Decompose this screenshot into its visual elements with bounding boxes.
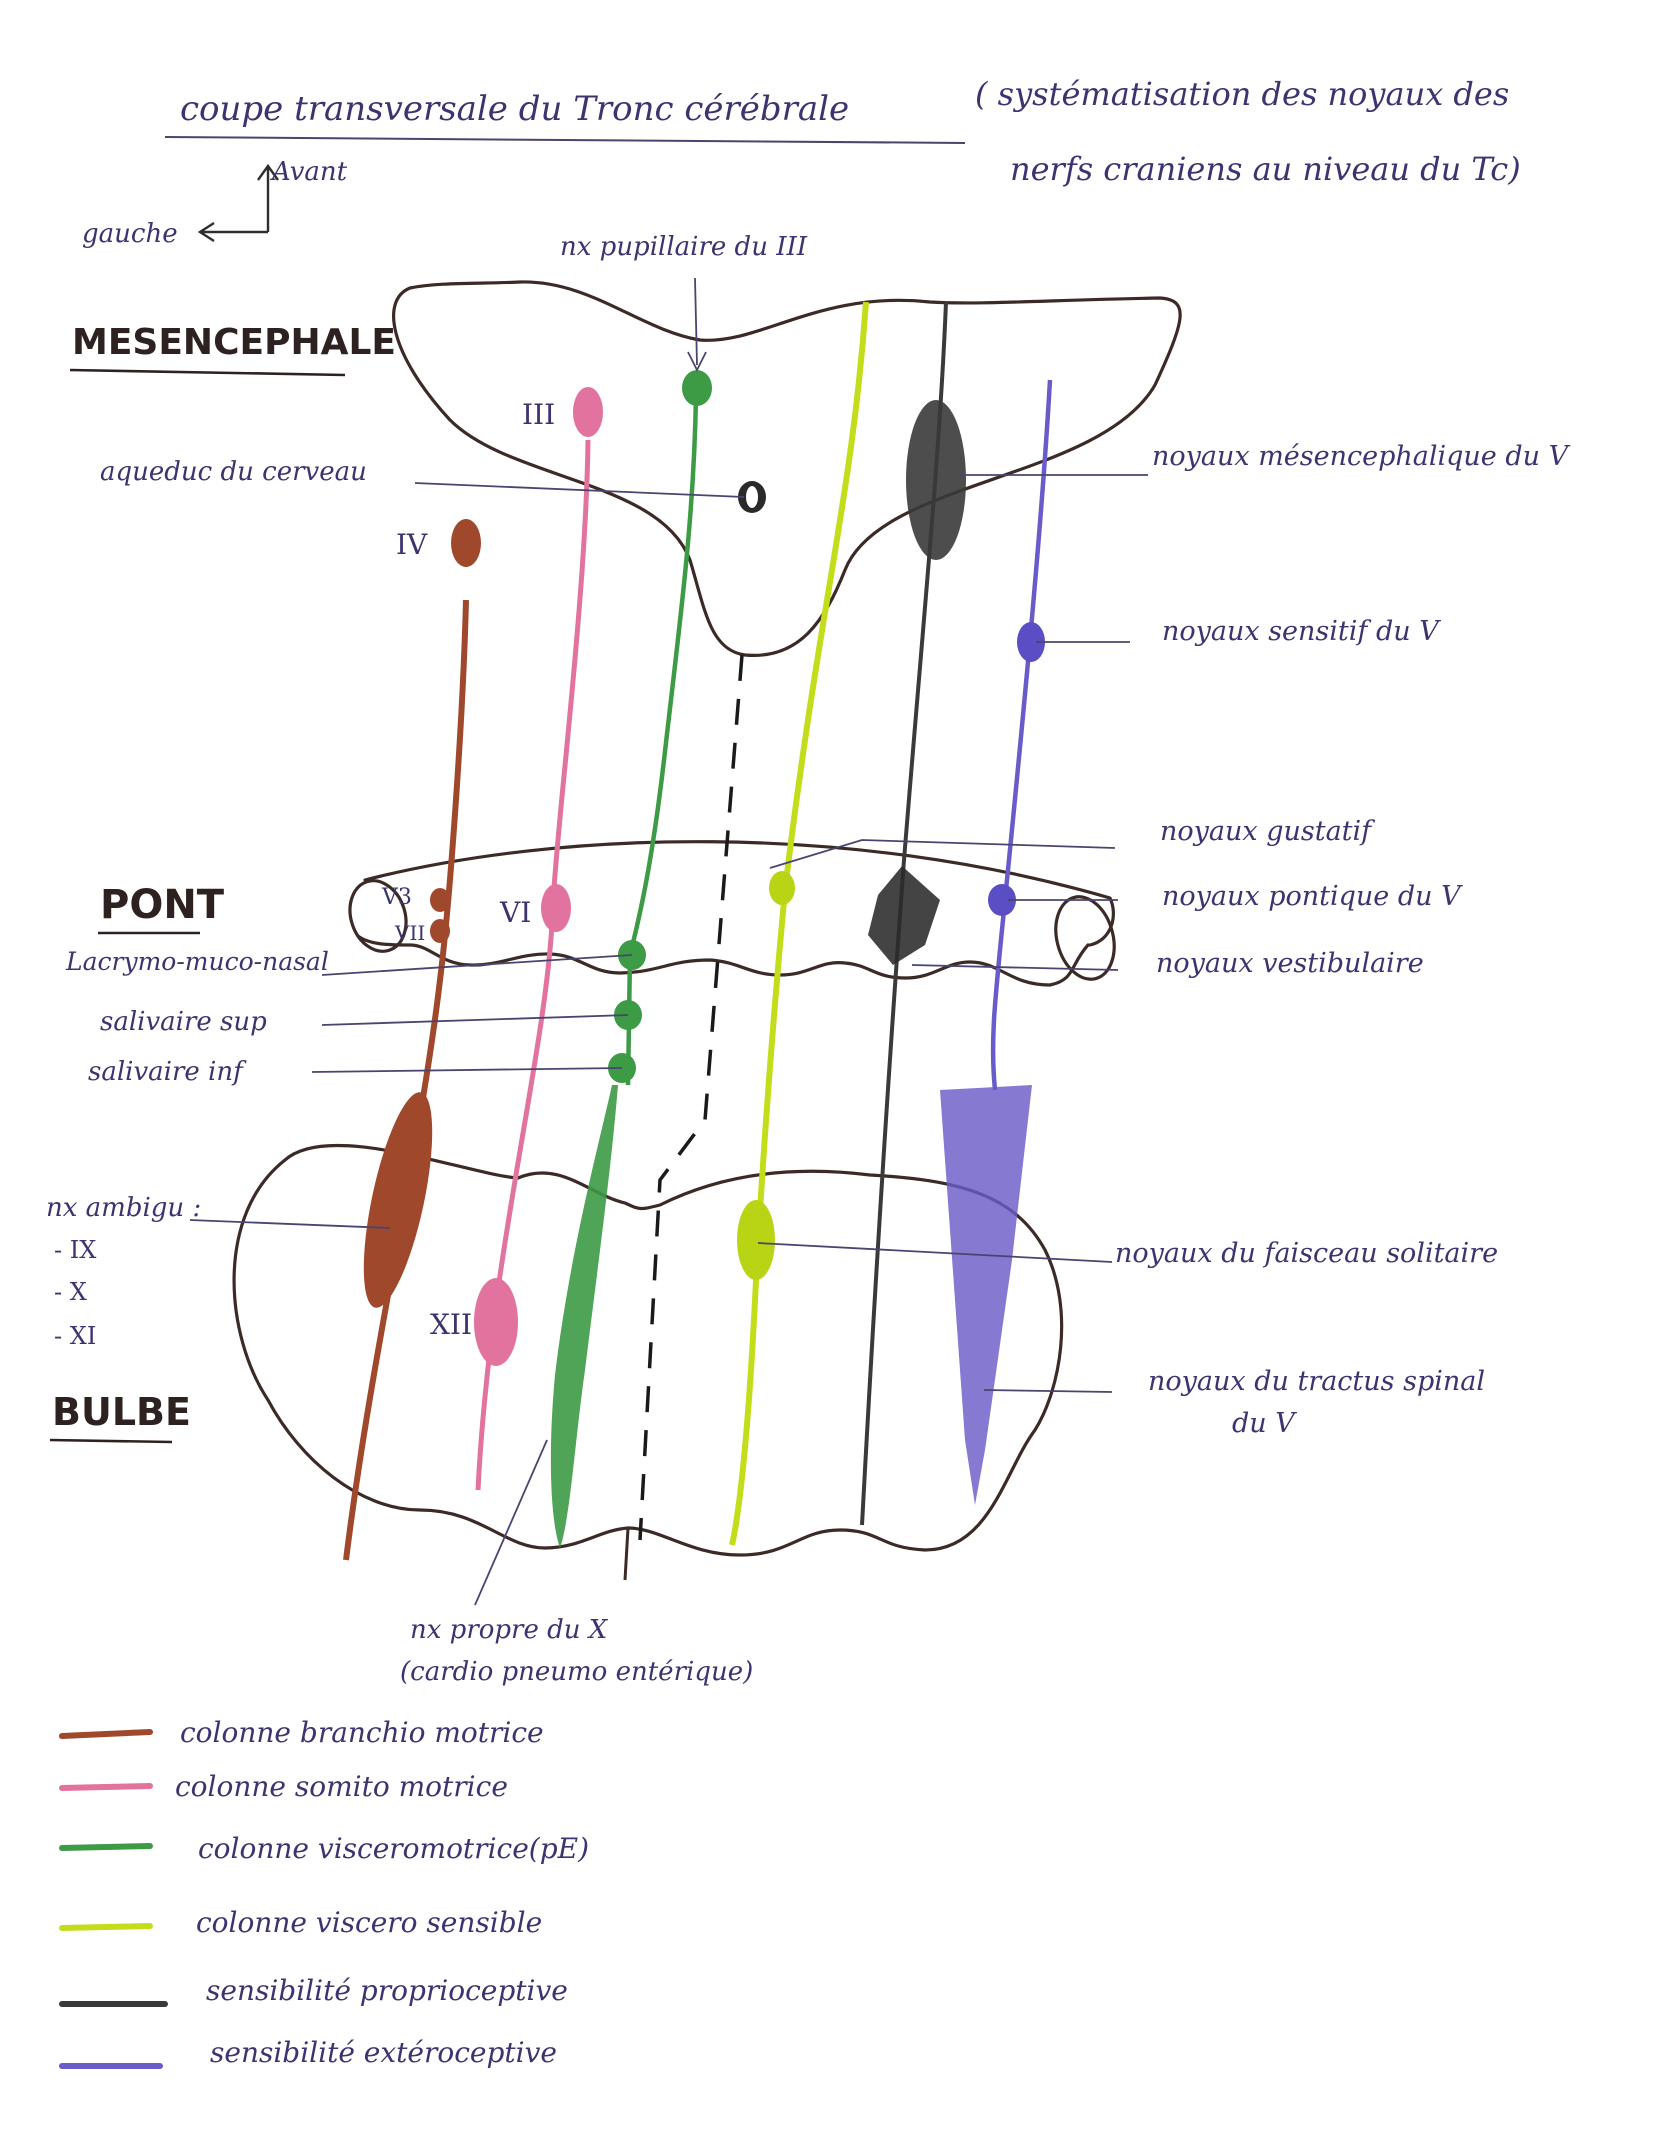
annotation-aqueduc: aqueduc du cerveau (100, 457, 367, 487)
aqueduct (738, 481, 766, 513)
annotation-pupillaire: nx pupillaire du III (560, 232, 808, 262)
mesencephale-outline (392, 280, 1182, 657)
annotation-sensitif-v: noyaux sensitif du V (1162, 616, 1441, 647)
annotation-tractus-line1: noyaux du tractus spinal (1148, 1366, 1485, 1397)
title-main: coupe transversale du Tronc cérébrale (180, 89, 849, 129)
label-nerve-VI: VI (499, 896, 531, 929)
annotation-salivaire-sup: salivaire sup (100, 1007, 267, 1037)
label-nerve-IV: IV (396, 528, 428, 561)
region-mesencephale: MESENCEPHALE (72, 322, 396, 363)
annotation-salivaire-inf: salivaire inf (88, 1057, 247, 1087)
column-viscero-sensible (729, 301, 869, 1546)
legend-swatch (59, 1843, 153, 1851)
region-bulbe: BULBE (52, 1390, 191, 1434)
column-branchio-motrice (343, 519, 481, 1561)
orientation-front: Avant (270, 157, 348, 187)
column-visceromotrice (550, 370, 712, 1548)
bulbe-underline (49, 1438, 173, 1444)
label-nerve-III: III (522, 398, 555, 431)
legend-label: colonne somito motrice (175, 1770, 508, 1803)
annotation-ambigu-item-3: - XI (54, 1322, 96, 1350)
legend-item-somito-motrice: colonne somito motrice (59, 1770, 508, 1803)
title-paren-line2: nerfs craniens au niveau du Tc) (1010, 150, 1521, 188)
legend-swatch (59, 1729, 153, 1739)
column-exteroceptive (940, 379, 1053, 1505)
legend-item-visceromotrice: colonne visceromotrice(pE) (59, 1832, 589, 1865)
mesencephale-underline (69, 368, 346, 377)
legend-swatch (59, 1783, 153, 1791)
legend-label: colonne viscero sensible (196, 1906, 542, 1939)
pont-left-end (348, 879, 408, 953)
legend-label: colonne visceromotrice(pE) (198, 1832, 589, 1865)
column-proprioceptive (860, 301, 966, 1526)
midline-dashed (638, 654, 744, 1541)
annotation-ambigu-title: nx ambigu : (46, 1193, 201, 1223)
annotation-solitaire: noyaux du faisceau solitaire (1115, 1238, 1498, 1269)
annotation-pontique-v: noyaux pontique du V (1162, 881, 1463, 912)
legend-item-proprioceptive: sensibilité proprioceptive (59, 1974, 568, 2007)
pont-right-end (1054, 895, 1116, 981)
annotation-vestibulaire: noyaux vestibulaire (1156, 948, 1424, 979)
column-somito-motrice (474, 387, 603, 1491)
annotation-ambigu-item-2: - X (54, 1278, 87, 1306)
legend-label: colonne branchio motrice (180, 1716, 544, 1749)
annotation-propre-line1: nx propre du X (410, 1615, 609, 1645)
leader-lines (189, 277, 1148, 1606)
region-pont: PONT (100, 882, 225, 928)
orientation-arrow (197, 163, 279, 243)
annotation-tractus-line2: du V (1232, 1408, 1297, 1439)
legend-item-exteroceptive: sensibilité extéroceptive (59, 2036, 557, 2069)
legend-item-viscero-sensible: colonne viscero sensible (59, 1906, 542, 1939)
legend-item-branchio-motrice: colonne branchio motrice (59, 1716, 544, 1749)
annotation-ambigu-item-1: - IX (54, 1236, 96, 1264)
legend-label: sensibilité extéroceptive (210, 2036, 557, 2069)
annotation-lacrymo: Lacrymo-muco-nasal (65, 947, 329, 976)
title-underline (164, 136, 966, 144)
annotation-meso-v: noyaux mésencephalique du V (1152, 441, 1571, 472)
legend-label: sensibilité proprioceptive (206, 1974, 568, 2007)
label-nerve-VII: VII (394, 921, 425, 945)
label-nerve-V3: V3 (381, 885, 412, 910)
legend: colonne branchio motrice colonne somito … (59, 1716, 589, 2069)
title-paren-line1: ( systématisation des noyaux des (975, 75, 1509, 113)
orientation-left: gauche (82, 219, 178, 249)
label-nerve-XII: XII (430, 1308, 472, 1341)
bulbe-bottom-tick (623, 1527, 630, 1581)
legend-swatch (59, 1923, 153, 1931)
annotation-propre-line2: (cardio pneumo entérique) (400, 1657, 753, 1687)
annotation-gustatif: noyaux gustatif (1160, 816, 1375, 847)
bulbe-outline (232, 1144, 1064, 1557)
